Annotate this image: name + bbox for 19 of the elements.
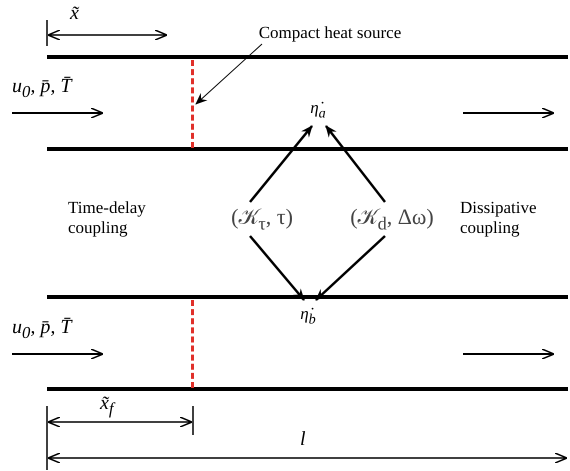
- math-label: x̃: [70, 2, 79, 25]
- math-symbol: η̇$_{b}$: [290, 300, 326, 332]
- heat-source-line: [191, 300, 197, 388]
- coupling-label: Dissipative coupling: [460, 198, 538, 238]
- math-label: l: [300, 428, 306, 451]
- arrow: [315, 235, 386, 301]
- math-label: u$_{0}$, p̄, T̄: [12, 75, 72, 102]
- heat-source-line: [191, 60, 197, 148]
- math-symbol: η̇$_{a}$: [300, 94, 336, 126]
- coupling-label: Time-delay coupling: [68, 198, 147, 238]
- callout-text: Compact heat source: [232, 22, 428, 44]
- math-label: u$_{0}$, p̄, T̄: [12, 316, 72, 342]
- math-label: x̃$_{f}$: [100, 392, 114, 418]
- arrow: [249, 235, 305, 301]
- arrow: [325, 125, 386, 203]
- leader-line: [195, 44, 262, 105]
- coupling-parameters: (𝒦$_{d}$, Δω): [326, 202, 458, 236]
- arrow: [249, 125, 313, 203]
- coupling-parameters: (𝒦$_{τ}$, τ): [198, 202, 326, 236]
